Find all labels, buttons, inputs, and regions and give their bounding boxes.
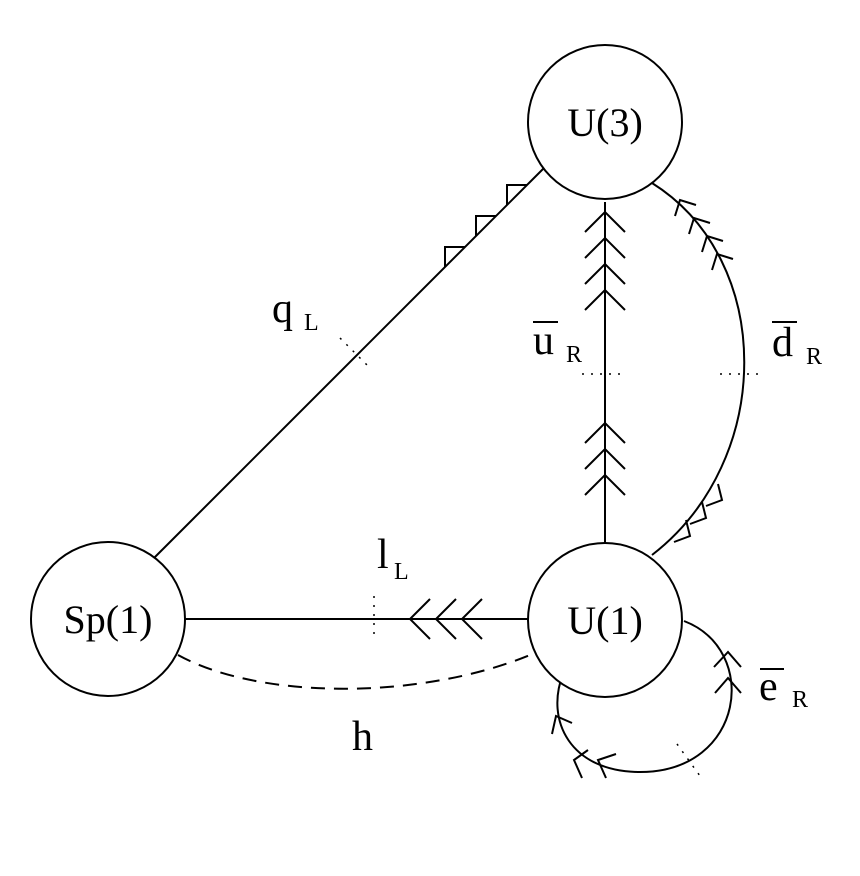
- arrow-chevron: [584, 447, 626, 470]
- arrow-chevron: [444, 246, 465, 267]
- arrow-chevron: [506, 184, 527, 205]
- arrow-chevron: [714, 676, 742, 694]
- arrow-chevron: [572, 749, 589, 779]
- arrow-chevron: [689, 501, 708, 525]
- node-label: Sp(1): [64, 597, 153, 642]
- label-sub: R: [806, 344, 822, 370]
- arrow-chevron: [584, 421, 626, 444]
- label-main: q: [272, 286, 293, 332]
- label-main: d: [772, 320, 793, 366]
- arrow-chevron: [713, 650, 742, 668]
- node-label: U(1): [567, 598, 643, 643]
- label-u-R: u R: [533, 318, 582, 368]
- arrow-chevron: [688, 216, 711, 235]
- label-main: u: [533, 318, 554, 364]
- arrow-chevron: [711, 252, 734, 271]
- label-sub: R: [792, 687, 808, 713]
- label-e-R: e R: [759, 664, 808, 713]
- label-q-L: q L: [272, 286, 319, 336]
- arrow-chevron: [584, 262, 626, 285]
- label-sub: L: [304, 310, 319, 336]
- label-d-R: d R: [772, 320, 822, 370]
- label-h: h: [352, 714, 373, 760]
- node-sp1: Sp(1): [30, 541, 186, 697]
- label-sub: R: [566, 342, 582, 368]
- arrow-chevron: [596, 753, 617, 779]
- node-label: U(3): [567, 100, 643, 145]
- label-sub: L: [394, 559, 409, 585]
- edge-l-L-arrows: [408, 598, 483, 640]
- node-circle: [527, 44, 683, 200]
- arrow-chevron: [475, 215, 496, 236]
- arrow-chevron: [674, 198, 697, 217]
- edge-d-R: [651, 182, 746, 556]
- edge-u-R-arrows: [584, 210, 626, 496]
- edge-e-R-arrows: [551, 650, 742, 779]
- arrow-chevron: [434, 598, 457, 640]
- arrow-chevron: [705, 483, 724, 507]
- arrow-chevron: [551, 714, 573, 735]
- arrow-chevron: [673, 519, 692, 543]
- arrow-chevron: [584, 473, 626, 496]
- arrow-chevron: [584, 210, 626, 233]
- label-main: l: [377, 532, 389, 578]
- edge-h: [177, 654, 531, 690]
- arrow-chevron: [408, 598, 431, 640]
- label-main: h: [352, 714, 373, 760]
- node-circle: [527, 542, 683, 698]
- arrow-chevron: [701, 234, 724, 253]
- label-l-L: l L: [377, 532, 409, 585]
- edge-e-R: [556, 620, 733, 774]
- edge-d-R-arrows: [673, 198, 734, 543]
- edge-q-L: [151, 167, 545, 561]
- arrow-chevron: [460, 598, 483, 640]
- node-circle: [30, 541, 186, 697]
- label-main: e: [759, 664, 778, 710]
- cut-q-L: [339, 337, 371, 369]
- arrow-chevron: [584, 236, 626, 259]
- node-u3: U(3): [527, 44, 683, 200]
- node-u1: U(1): [527, 542, 683, 698]
- cut-e-R: [676, 743, 701, 777]
- edge-q-L-arrows: [444, 184, 527, 267]
- arrow-chevron: [584, 288, 626, 311]
